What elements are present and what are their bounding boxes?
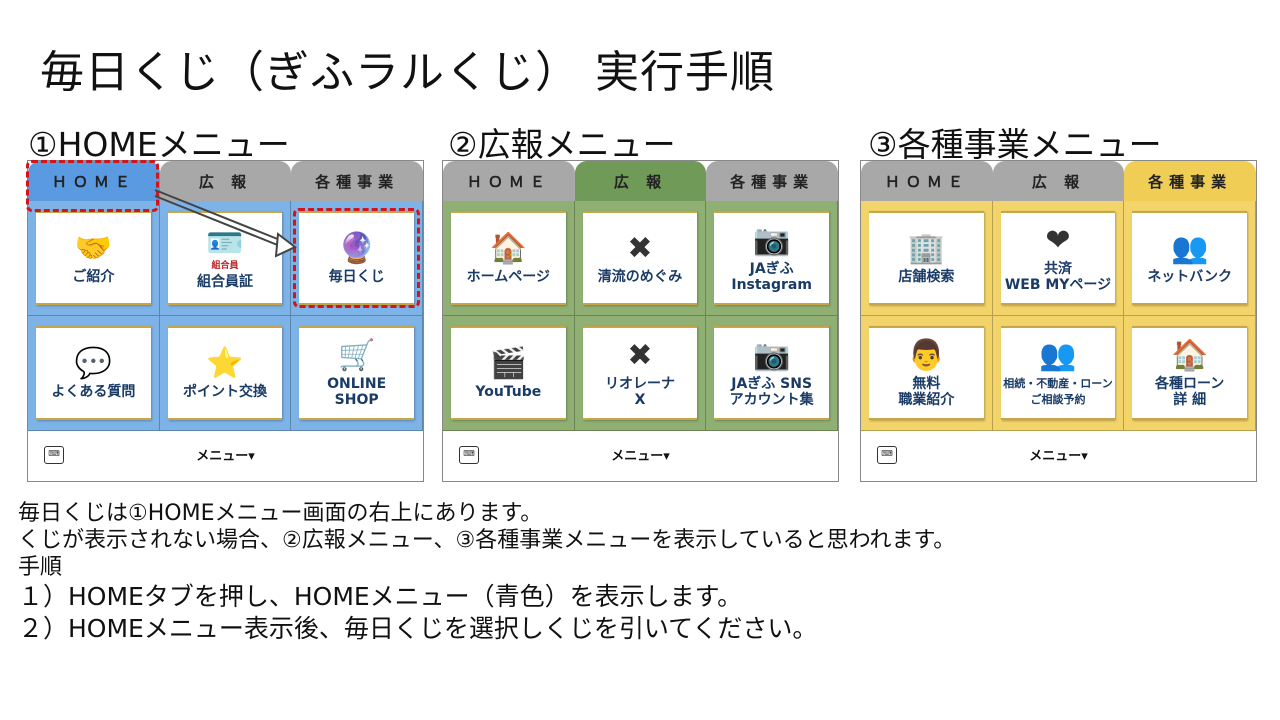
menu-item-homepage[interactable]: 🏠ホームページ xyxy=(451,211,566,305)
camera-icon: 📷 xyxy=(752,337,791,373)
menu-item-point-exchange[interactable]: ⭐ポイント交換 xyxy=(167,326,283,420)
menu-item-loan-details[interactable]: 🏠各種ローン 詳 細 xyxy=(1132,326,1247,420)
menu-toggle[interactable]: メニュー▾ xyxy=(1029,449,1088,464)
panel-label-pr: ②広報メニュー xyxy=(448,125,676,164)
menu-item-netbank[interactable]: 👥ネットバンク xyxy=(1132,211,1247,305)
instructions: 毎日くじは①HOMEメニュー画面の右上にあります。 くじが表示されない場合、②広… xyxy=(18,500,955,645)
menu-item-riolena-x[interactable]: ✖リオレーナ X xyxy=(582,326,698,420)
home-tab-highlight xyxy=(26,160,159,212)
id-card-icon: 🪪 xyxy=(206,225,244,261)
network-icon: 👥 xyxy=(1170,230,1209,266)
menu-grid: 🏠ホームページ ✖清流のめぐみ 📷JAぎふ Instagram 🎬YouTube… xyxy=(443,201,838,431)
people-icon: 👨 xyxy=(907,337,945,373)
building-icon: 🏢 xyxy=(907,230,945,266)
business-menu-panel: ＨＯＭＥ 広 報 各種事業 🏢店舗検索 ❤共済 WEB MYページ 👥ネットバン… xyxy=(860,160,1257,482)
pr-menu-panel: ＨＯＭＥ 広 報 各種事業 🏠ホームページ ✖清流のめぐみ 📷JAぎふ Inst… xyxy=(442,160,839,482)
faq-icon: 💬 xyxy=(74,345,112,381)
menu-item-job-introduction[interactable]: 👨無料 職業紹介 xyxy=(869,326,984,420)
menu-item-store-search[interactable]: 🏢店舗検索 xyxy=(869,211,984,305)
menu-item-member-card[interactable]: 🪪組合員組合員証 xyxy=(167,211,283,305)
menu-item-kyosai-web[interactable]: ❤共済 WEB MYページ xyxy=(1000,211,1116,305)
menu-item-seiryu[interactable]: ✖清流のめぐみ xyxy=(582,211,698,305)
tab-pr[interactable]: 広 報 xyxy=(574,161,707,201)
x-logo-icon: ✖ xyxy=(627,337,653,373)
heart-cross-icon: ❤ xyxy=(1045,222,1071,258)
menu-item-daily-lottery[interactable]: 🔮毎日くじ xyxy=(299,211,414,305)
cart-icon: 🛒 xyxy=(337,337,376,373)
menu-grid: 🏢店舗検索 ❤共済 WEB MYページ 👥ネットバンク 👨無料 職業紹介 👥相続… xyxy=(861,201,1256,431)
tab-business[interactable]: 各種事業 xyxy=(291,161,424,201)
menu-toggle[interactable]: メニュー▾ xyxy=(196,449,255,464)
tab-business[interactable]: 各種事業 xyxy=(1124,161,1257,201)
keyboard-icon[interactable]: ⌨ xyxy=(44,446,64,464)
tab-pr[interactable]: 広 報 xyxy=(159,161,292,201)
menu-grid: 🤝ご紹介 🪪組合員組合員証 🔮毎日くじ 💬よくある質問 ⭐ポイント交換 🛒ONL… xyxy=(28,201,423,431)
page-title: 毎日くじ（ぎふラルくじ） 実行手順 xyxy=(40,47,775,98)
percent-house-icon: 🏠 xyxy=(1170,337,1209,373)
menu-item-introduction[interactable]: 🤝ご紹介 xyxy=(36,211,151,305)
panel-label-home: ①HOMEメニュー xyxy=(28,125,290,164)
tab-bar: ＨＯＭＥ 広 報 各種事業 xyxy=(861,161,1257,201)
keyboard-icon[interactable]: ⌨ xyxy=(877,446,897,464)
lottery-highlight xyxy=(293,208,420,308)
menu-footer: ⌨ メニュー▾ xyxy=(861,429,1256,481)
menu-item-sns-accounts[interactable]: 📷JAぎふ SNS アカウント集 xyxy=(714,326,829,420)
instruction-line-2: くじが表示されない場合、②広報メニュー、③各種事業メニューを表示していると思われ… xyxy=(18,528,956,553)
step-2: ２）HOMEメニュー表示後、毎日くじを選択しくじを引いてください。 xyxy=(18,614,818,643)
consult-icon: 👥 xyxy=(1039,337,1077,373)
tab-bar: ＨＯＭＥ 広 報 各種事業 xyxy=(28,161,424,201)
tab-home[interactable]: ＨＯＭＥ xyxy=(861,161,993,201)
menu-toggle[interactable]: メニュー▾ xyxy=(611,449,670,464)
menu-item-instagram[interactable]: 📷JAぎふ Instagram xyxy=(714,211,829,305)
menu-footer: ⌨ メニュー▾ xyxy=(443,429,838,481)
menu-item-consultation[interactable]: 👥相続・不動産・ローン ご相談予約 xyxy=(1000,326,1116,420)
tab-bar: ＨＯＭＥ 広 報 各種事業 xyxy=(443,161,839,201)
tab-home[interactable]: ＨＯＭＥ xyxy=(28,161,160,201)
lottery-icon: 🔮 xyxy=(337,230,376,266)
home-menu-panel: ＨＯＭＥ 広 報 各種事業 🤝ご紹介 🪪組合員組合員証 🔮毎日くじ 💬よくある質… xyxy=(27,160,424,482)
menu-item-faq[interactable]: 💬よくある質問 xyxy=(36,326,151,420)
instruction-line-1: 毎日くじは①HOMEメニュー画面の右上にあります。 xyxy=(18,501,543,526)
tab-home[interactable]: ＨＯＭＥ xyxy=(443,161,575,201)
handshake-icon: 🤝 xyxy=(74,230,112,266)
clapperboard-icon: 🎬 xyxy=(489,345,527,381)
menu-item-youtube[interactable]: 🎬YouTube xyxy=(451,326,566,420)
menu-footer: ⌨ メニュー▾ xyxy=(28,429,423,481)
panel-label-business: ③各種事業メニュー xyxy=(868,125,1162,164)
x-logo-icon: ✖ xyxy=(627,230,653,266)
steps-heading: 手順 xyxy=(18,555,63,580)
tab-pr[interactable]: 広 報 xyxy=(992,161,1125,201)
camera-icon: 📷 xyxy=(752,222,791,258)
keyboard-icon[interactable]: ⌨ xyxy=(459,446,479,464)
step-1: １）HOMEタブを押し、HOMEメニュー（青色）を表示します。 xyxy=(18,582,743,611)
tab-business[interactable]: 各種事業 xyxy=(706,161,839,201)
menu-item-online-shop[interactable]: 🛒ONLINE SHOP xyxy=(299,326,414,420)
home-icon: 🏠 xyxy=(489,230,527,266)
star-icon: ⭐ xyxy=(206,345,244,381)
